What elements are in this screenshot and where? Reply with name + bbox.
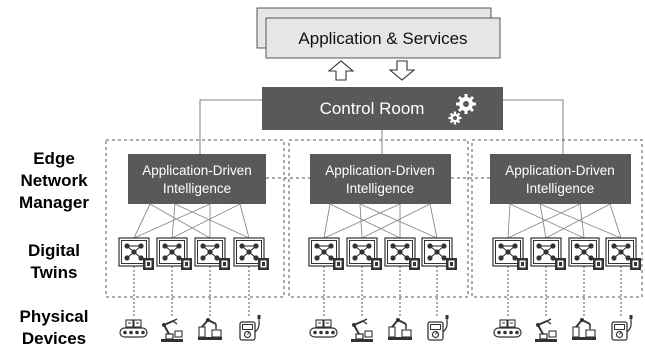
multimeter-icon xyxy=(427,314,450,341)
robot-arm-icon xyxy=(160,318,184,343)
robotic-welder-icon xyxy=(197,317,223,341)
network-nodes-icon xyxy=(346,237,383,271)
application-services-label: Application & Services xyxy=(298,29,467,48)
network-nodes-icon xyxy=(605,237,642,271)
intelligence-box-3: Application-Driven Intelligence xyxy=(490,154,631,204)
network-nodes-icon xyxy=(233,237,270,271)
edge-network-manager-label: Edge Network Manager xyxy=(19,149,89,212)
control-connectors xyxy=(199,99,564,154)
digital-twins-label: Digital Twins xyxy=(28,241,80,282)
intelligence-box-2: Application-Driven Intelligence xyxy=(310,154,451,204)
svg-text:Application-Driven: Application-Driven xyxy=(142,163,252,178)
edge-regions xyxy=(105,139,643,298)
network-nodes-icon xyxy=(421,237,458,271)
robotic-welder-icon xyxy=(571,317,597,341)
gears-icon xyxy=(448,94,476,125)
robot-arm-icon xyxy=(350,318,374,343)
conveyor-boxes-icon xyxy=(119,319,148,338)
network-nodes-icon xyxy=(118,237,155,271)
control-room-label: Control Room xyxy=(320,99,425,118)
physical-devices-label: Physical Devices xyxy=(19,307,89,348)
twin-device-links xyxy=(133,266,622,316)
svg-text:Intelligence: Intelligence xyxy=(346,181,414,196)
conveyor-boxes-icon xyxy=(493,319,522,338)
physical-devices xyxy=(119,314,634,343)
network-nodes-icon xyxy=(194,237,231,271)
multimeter-icon xyxy=(239,314,262,341)
network-nodes-icon xyxy=(156,237,193,271)
robot-arm-icon xyxy=(534,318,558,343)
intelligence-box-1: Application-Driven Intelligence xyxy=(128,154,266,204)
application-services-box: Application & Services xyxy=(256,7,501,59)
network-nodes-icon xyxy=(308,237,345,271)
network-nodes-icon xyxy=(530,237,567,271)
svg-text:Intelligence: Intelligence xyxy=(526,181,594,196)
network-nodes-icon xyxy=(568,237,605,271)
control-room-box: Control Room xyxy=(262,87,503,130)
conveyor-boxes-icon xyxy=(309,319,338,338)
svg-text:Application-Driven: Application-Driven xyxy=(505,163,615,178)
network-nodes-icon xyxy=(384,237,421,271)
network-nodes-icon xyxy=(492,237,529,271)
intelligence-twin-links xyxy=(133,203,622,239)
svg-text:Intelligence: Intelligence xyxy=(163,181,231,196)
robotic-welder-icon xyxy=(387,317,413,341)
svg-text:Application-Driven: Application-Driven xyxy=(325,163,435,178)
up-arrow-icon xyxy=(327,60,355,81)
down-arrow-icon xyxy=(388,60,416,81)
digital-twins xyxy=(118,237,642,271)
multimeter-icon xyxy=(611,314,634,341)
